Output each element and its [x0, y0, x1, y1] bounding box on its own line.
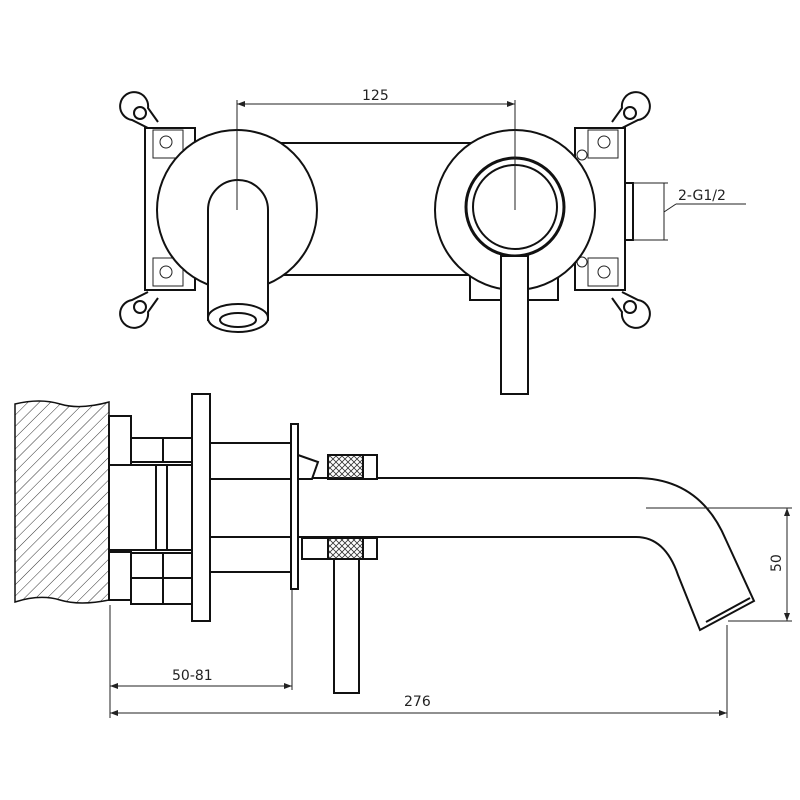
front-view: 2-G1/2 125 [119, 88, 746, 395]
lever-handle-side [333, 558, 360, 694]
total-projection-dimension: 276 [110, 625, 728, 718]
total-projection-label: 276 [404, 694, 431, 710]
spout-height-label: 50 [769, 554, 785, 572]
escutcheon-plate-side [290, 423, 299, 590]
wall-depth-dimension: 50-81 [109, 590, 293, 718]
wall-section [14, 400, 110, 604]
inlet-size-label: 2-G1/2 [678, 188, 726, 204]
wall-depth-label: 50-81 [172, 668, 213, 684]
wedge [297, 453, 320, 480]
center-distance-dimension: 125 [236, 88, 516, 210]
lever-handle-front [500, 255, 529, 395]
spout-side [297, 477, 756, 632]
mounting-bracket-left [119, 91, 196, 329]
center-distance-label: 125 [362, 88, 389, 104]
knurled-collar-bottom [327, 537, 364, 560]
spout-front [207, 179, 269, 321]
rough-in-valve [108, 393, 293, 622]
inlet-connection: 2-G1/2 [624, 182, 746, 241]
knurled-collar-top [327, 454, 364, 480]
side-view: 50 50-81 276 [14, 393, 792, 718]
spout-height-dimension: 50 [646, 507, 792, 622]
